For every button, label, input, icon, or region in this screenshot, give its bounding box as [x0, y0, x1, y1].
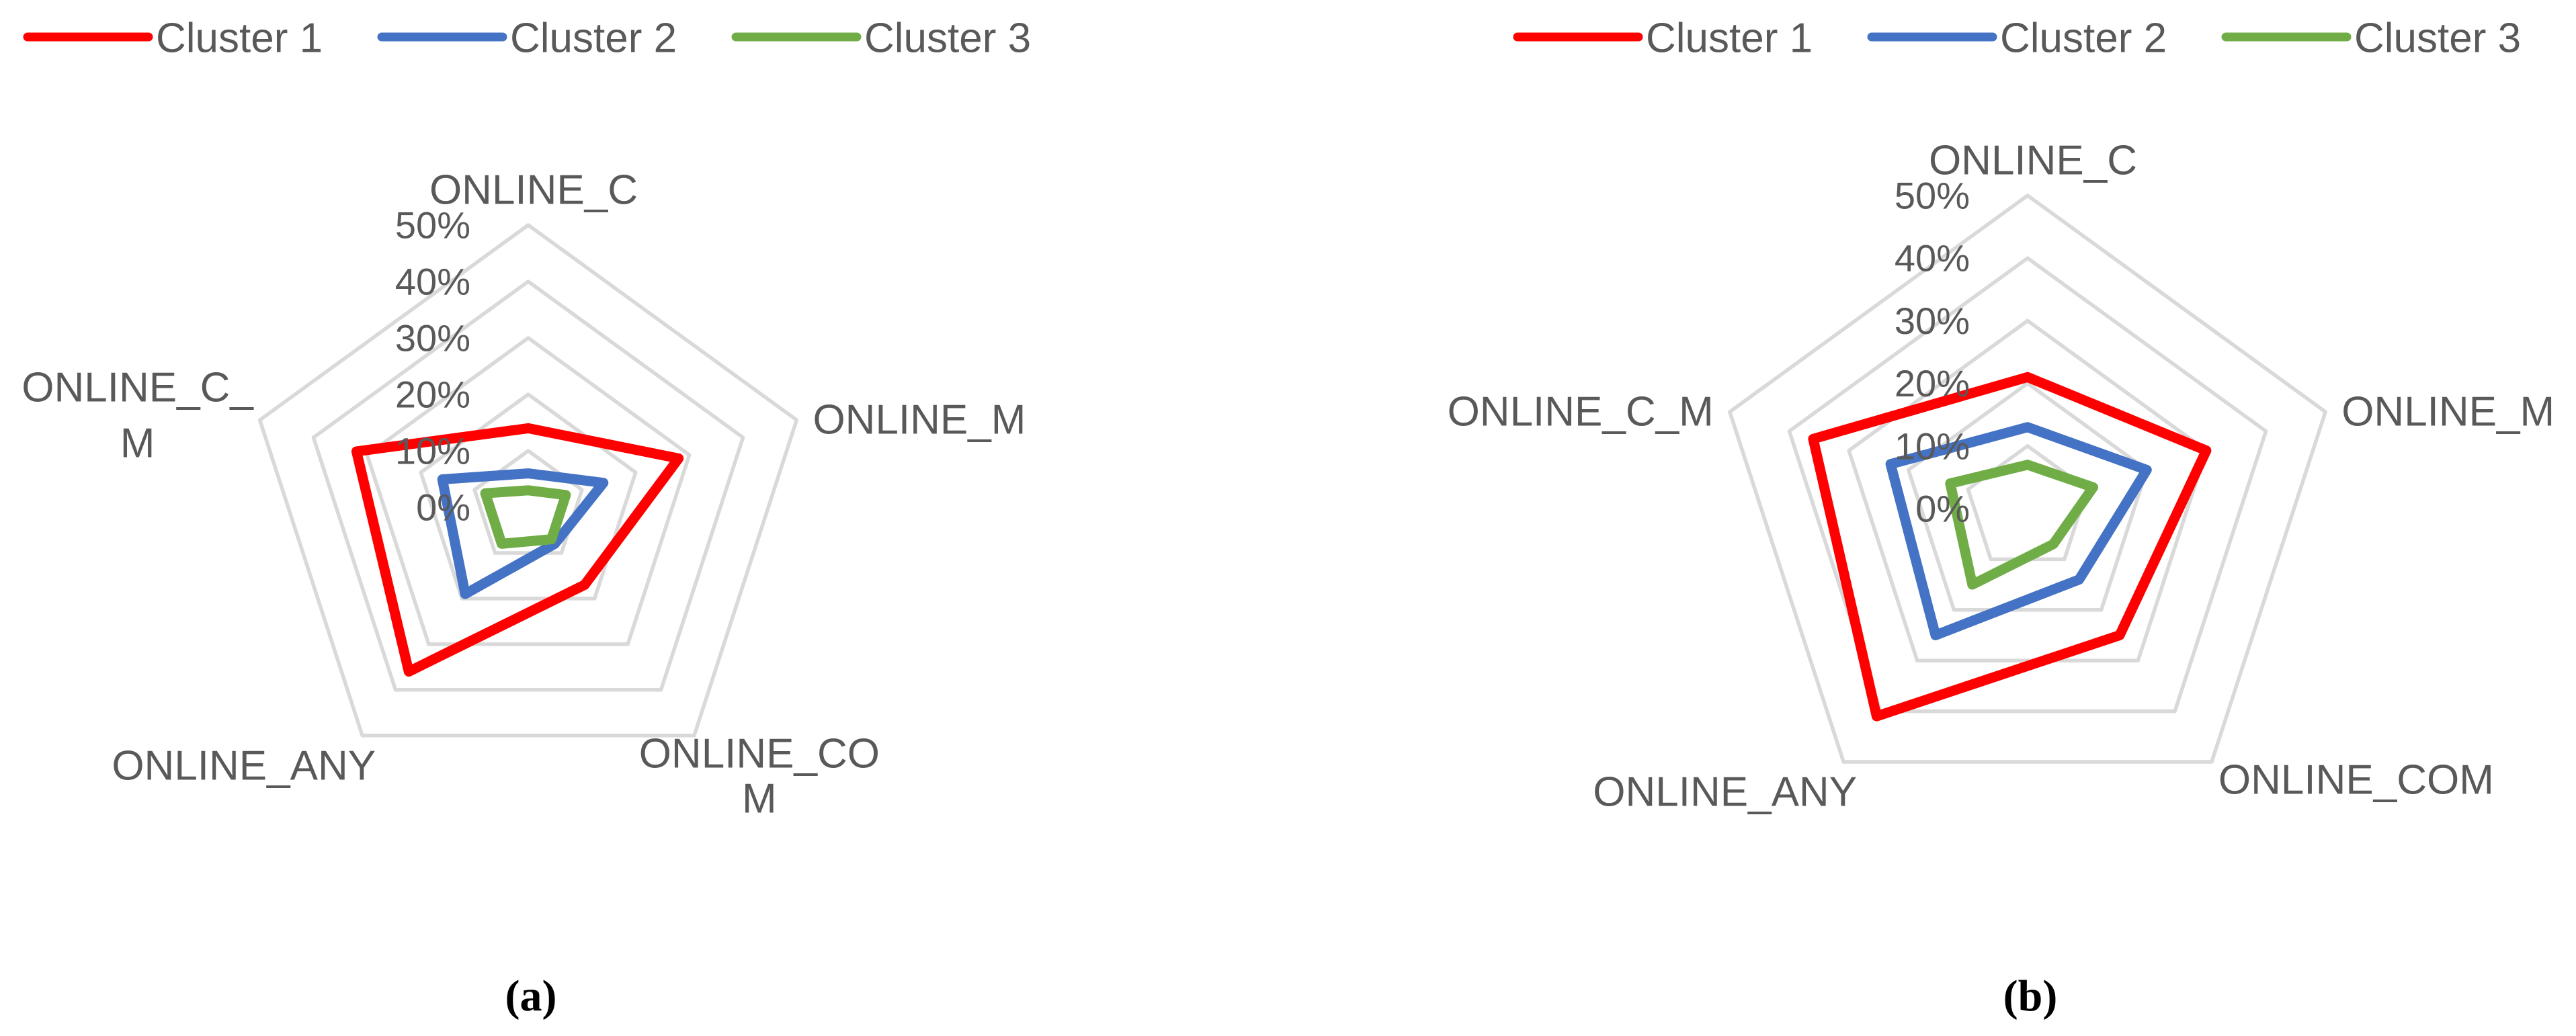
tick-label-30pct: 30%: [395, 317, 470, 359]
grid-ring-20pct: [419, 392, 638, 601]
axis-label-online_any: ONLINE_ANY: [1593, 769, 1857, 816]
tick-label-50pct: 50%: [395, 204, 470, 247]
axis-label-online_com-line1: ONLINE_CO: [639, 730, 880, 777]
tick-label-30pct: 30%: [1895, 300, 1970, 342]
grid-ring-30pct: [365, 336, 692, 646]
grid-ring-50pct: [1728, 193, 2327, 764]
axis-label-online_any: ONLINE_ANY: [112, 742, 376, 789]
axis-label-online_com: ONLINE_COM: [2218, 757, 2494, 804]
axis-label-online_c: ONLINE_C: [1929, 138, 2137, 184]
series-polygon-cluster-1: [1808, 372, 2212, 722]
tick-label-10pct: 10%: [395, 430, 470, 472]
axis-label-online_m: ONLINE_M: [813, 397, 1026, 443]
axis-label-online_c_m-line2: M: [120, 421, 155, 467]
legend-label-cluster-1: Cluster 1: [156, 15, 323, 62]
tick-label-0pct: 0%: [1915, 488, 1970, 530]
tick-label-50pct: 50%: [1895, 175, 1970, 217]
tick-label-20pct: 20%: [1895, 362, 1970, 404]
legend-label-cluster-2: Cluster 2: [510, 15, 677, 62]
axis-label-online_com-line2: M: [742, 775, 777, 822]
grid-ring-40pct: [1787, 256, 2268, 714]
series-polygon-cluster-3: [480, 485, 571, 549]
axis-label-online_c_m: ONLINE_C_M: [1448, 388, 1714, 435]
series-polygon-cluster-3: [1945, 460, 2098, 590]
axis-label-online_c_m-line1: ONLINE_C_: [22, 365, 254, 411]
legend-label-cluster-1: Cluster 1: [1646, 15, 1813, 62]
legend-label-cluster-3: Cluster 3: [864, 15, 1031, 62]
series-polygon-cluster-2: [1885, 422, 2152, 640]
tick-label-20pct: 20%: [395, 374, 470, 416]
tick-label-40pct: 40%: [395, 261, 470, 303]
legend-label-cluster-3: Cluster 3: [2354, 15, 2521, 62]
axis-label-online_c: ONLINE_C: [429, 167, 638, 214]
grid-ring-40pct: [311, 279, 745, 692]
panel-a-caption: (a): [505, 972, 557, 1021]
tick-label-10pct: 10%: [1895, 425, 1970, 467]
grid-ring-30pct: [1847, 318, 2208, 662]
legend-label-cluster-2: Cluster 2: [2000, 15, 2167, 62]
grid-ring-50pct: [257, 223, 799, 738]
series-polygon-cluster-2: [437, 468, 609, 599]
tick-label-0pct: 0%: [416, 486, 470, 529]
panel-b-caption: (b): [2003, 972, 2058, 1021]
series-polygon-cluster-1: [351, 423, 684, 677]
tick-label-40pct: 40%: [1895, 237, 1970, 279]
axis-label-online_m: ONLINE_M: [2341, 388, 2554, 435]
